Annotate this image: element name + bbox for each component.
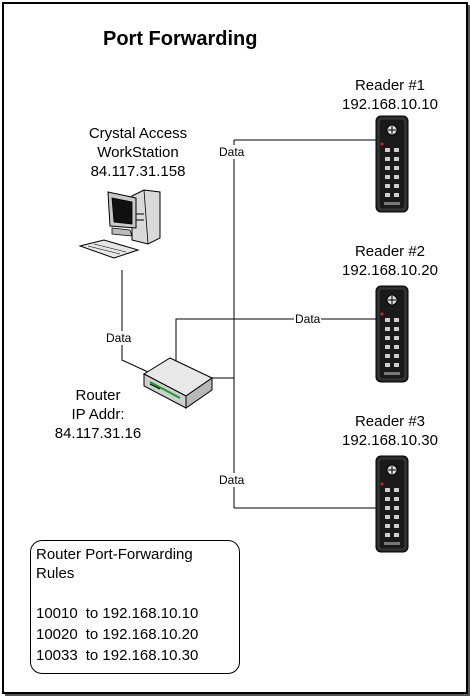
reader-key — [385, 327, 390, 331]
reader-key — [385, 157, 390, 161]
rule-1-target: to 192.168.10.10 — [86, 604, 199, 623]
reader-key — [385, 318, 390, 322]
reader-key — [394, 157, 399, 161]
rule-item-3: 10033 to 192.168.10.30 — [36, 646, 198, 665]
reader-key — [385, 533, 390, 537]
reader-key — [394, 345, 399, 349]
reader-key — [385, 363, 390, 367]
reader-key — [394, 506, 399, 510]
card-reader-icon — [376, 286, 408, 382]
reader-key — [394, 318, 399, 322]
reader-key — [385, 506, 390, 510]
reader-key — [385, 497, 390, 501]
rule-2-port: 10020 — [36, 626, 78, 643]
reader-key — [385, 345, 390, 349]
reader-key — [394, 184, 399, 188]
reader-key — [394, 515, 399, 519]
reader-key — [385, 336, 390, 340]
rule-item-2: 10020 to 192.168.10.20 — [36, 625, 198, 644]
reader-key — [385, 515, 390, 519]
rule-item-1: 10010 to 192.168.10.10 — [36, 604, 198, 623]
reader-key — [385, 175, 390, 179]
reader-key — [394, 363, 399, 367]
reader-key — [394, 175, 399, 179]
reader-key — [394, 354, 399, 358]
rule-1-port: 10010 — [36, 605, 78, 622]
card-reader-icon — [376, 456, 408, 552]
rules-title: Router Port-Forwarding Rules — [36, 545, 226, 583]
card-reader-icon — [376, 116, 408, 212]
reader-key — [385, 488, 390, 492]
reader-key — [394, 193, 399, 197]
rule-3-target: to 192.168.10.30 — [86, 646, 199, 665]
reader-key — [394, 336, 399, 340]
reader-key — [385, 354, 390, 358]
reader-key — [394, 148, 399, 152]
reader-key — [394, 488, 399, 492]
reader-key — [394, 533, 399, 537]
reader-key — [385, 524, 390, 528]
rule-2-target: to 192.168.10.20 — [86, 625, 199, 644]
reader-key — [385, 193, 390, 197]
reader-key — [394, 524, 399, 528]
reader-key — [394, 166, 399, 170]
reader-key — [394, 497, 399, 501]
reader-key — [385, 148, 390, 152]
reader-key — [394, 327, 399, 331]
reader-key — [385, 184, 390, 188]
reader-key — [385, 166, 390, 170]
rule-3-port: 10033 — [36, 647, 78, 664]
